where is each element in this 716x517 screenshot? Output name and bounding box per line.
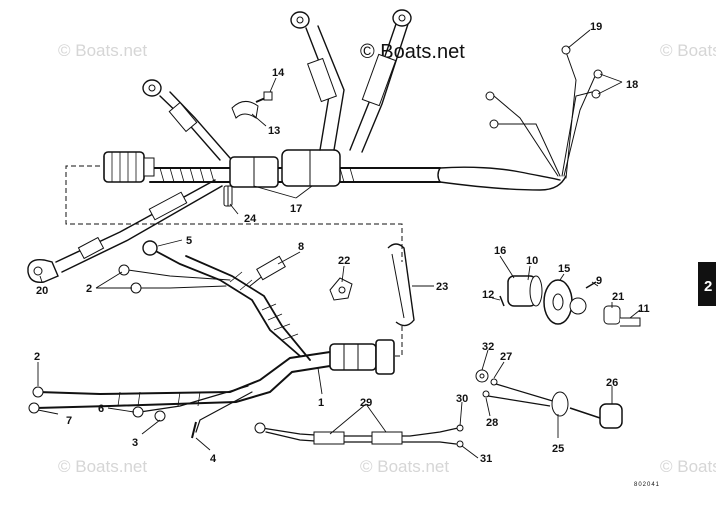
callout-labels: 1 2 2 3 4 5 6 7 8 9 10 11 12 13 14 15 16… [34,21,650,465]
callout-11: 11 [638,303,650,315]
callout-28: 28 [486,417,498,429]
section-tab [698,262,716,306]
callout-17: 17 [290,203,302,215]
upper-harness [27,9,603,357]
callout-32: 32 [482,341,494,353]
callout-8: 8 [298,241,304,253]
callout-2b: 2 [34,351,40,363]
callout-20: 20 [36,285,48,297]
choke-assembly [475,369,623,429]
callout-1: 1 [318,397,324,409]
callout-7: 7 [66,415,72,427]
callout-9: 9 [596,275,602,287]
callout-18: 18 [626,79,638,91]
callout-19: 19 [590,21,602,33]
drawing-code: 802041 [634,482,660,488]
callout-26: 26 [606,377,618,389]
callout-3: 3 [132,437,138,449]
grommet-part [223,185,233,207]
section-tab-number: 2 [704,278,712,295]
callout-29: 29 [360,397,372,409]
callout-21: 21 [612,291,624,303]
callout-16: 16 [494,245,506,257]
callout-12: 12 [482,289,494,301]
cable-clamp-part [329,277,353,301]
callout-10: 10 [526,255,538,267]
callout-22: 22 [338,255,350,267]
callout-4: 4 [210,453,217,465]
callout-15: 15 [558,263,570,275]
callout-23: 23 [436,281,448,293]
callout-14: 14 [272,67,285,79]
watermark-bottom-right: © Boats.net [660,457,716,476]
retainer-clip-part [387,243,415,327]
callout-25: 25 [552,443,564,455]
callout-2a: 2 [86,283,92,295]
watermark-top-left: © Boats.net [58,41,147,60]
callout-27: 27 [500,351,512,363]
watermark-bottom-center: © Boats.net [360,457,449,476]
callout-6: 6 [98,403,104,415]
callout-5: 5 [186,235,192,247]
callout-13: 13 [268,125,280,137]
watermark-main: © Boats.net [360,41,465,63]
lower-harness [28,240,395,439]
callout-30: 30 [456,393,468,405]
watermark-bottom-left: © Boats.net [58,457,147,476]
callout-24: 24 [244,213,257,225]
watermark-top-right: © Boats.net [660,41,716,60]
leader-lines [37,29,641,459]
jumper-lead [254,422,464,448]
callout-31: 31 [480,453,492,465]
key-switch-assembly [499,275,641,327]
